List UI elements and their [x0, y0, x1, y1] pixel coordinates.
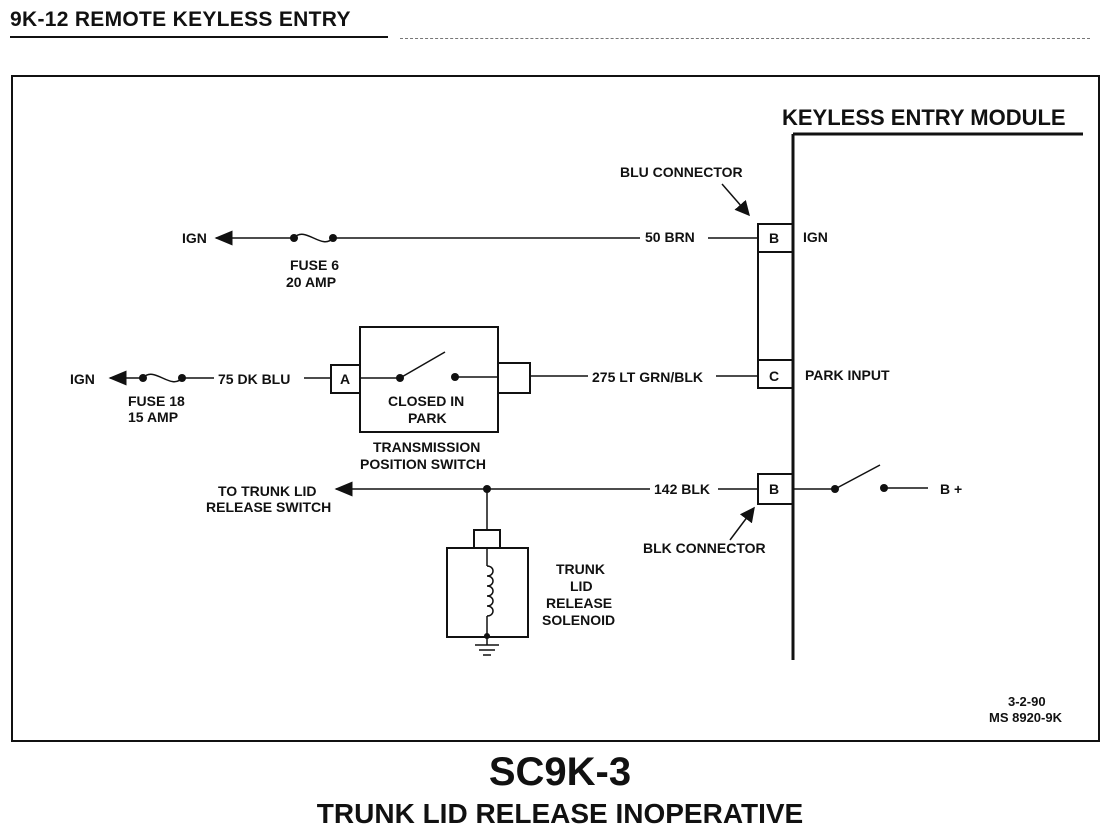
trans-switch-connector-b — [497, 362, 531, 394]
solenoid-plunger — [473, 529, 501, 549]
solenoid-label-line1: TRUNK — [556, 561, 605, 577]
wire-label-bg — [640, 228, 708, 246]
wire-dk-blu-label: 75 DK BLU — [218, 371, 290, 387]
trans-switch-connector-a — [330, 364, 361, 394]
fuse6-name: FUSE 6 — [290, 257, 339, 273]
fuse18-element — [142, 373, 183, 383]
switch-name-line2: POSITION SWITCH — [360, 456, 486, 472]
section-header: 9K-12 REMOTE KEYLESS ENTRY — [10, 8, 351, 31]
ign-mid-label: IGN — [70, 371, 95, 387]
wire-label-bg — [588, 367, 716, 385]
header-dashed-rule — [400, 38, 1090, 39]
diagram-frame — [11, 75, 1100, 742]
switch-name-line1: TRANSMISSION — [373, 439, 480, 455]
wire-label-bg — [650, 480, 718, 498]
module-switch-blade — [834, 464, 881, 490]
fuse18-name: FUSE 18 — [128, 393, 185, 409]
diagram-code: SC9K-3 — [488, 750, 632, 794]
stamp-ref: MS 8920-9K — [989, 710, 1063, 725]
wire-label-bg — [214, 369, 304, 387]
solenoid-label-line2: LID — [570, 578, 593, 594]
fuse18-rating: 15 AMP — [128, 409, 178, 425]
blk-connector-label: BLK CONNECTOR — [643, 540, 766, 556]
solenoid-ground-dot — [484, 633, 490, 639]
pin-c: C — [769, 368, 779, 384]
b-plus-label: B + — [940, 481, 962, 497]
blu-connector-label: BLU CONNECTOR — [620, 164, 743, 180]
fuse6-element — [293, 233, 334, 243]
pin-b-blk: B — [769, 481, 779, 497]
blu-connector-body — [757, 223, 794, 389]
blu-connector-pointer — [721, 183, 750, 217]
module-pin-park-label: PARK INPUT — [805, 367, 890, 383]
wire-blk-label: 142 BLK — [654, 481, 710, 497]
module-pin-ign-label: IGN — [803, 229, 828, 245]
solenoid-label-line3: RELEASE — [546, 595, 612, 611]
solenoid-label-line4: SOLENOID — [542, 612, 615, 628]
wire-lt-grn-blk-label: 275 LT GRN/BLK — [592, 369, 703, 385]
switch-blade — [399, 351, 446, 379]
stamp-date: 3-2-90 — [1008, 694, 1046, 709]
trunk-switch-label-line2: RELEASE SWITCH — [206, 499, 331, 515]
pin-b-blu: B — [769, 230, 779, 246]
solenoid-coil — [486, 565, 494, 617]
diagram-title: TRUNK LID RELEASE INOPERATIVE — [316, 798, 804, 829]
wire-brn-label: 50 BRN — [645, 229, 695, 245]
header-underline — [10, 36, 388, 38]
module-title: KEYLESS ENTRY MODULE — [782, 105, 1066, 130]
switch-state-line1: CLOSED IN — [388, 393, 464, 409]
switch-state-line2: PARK — [408, 410, 447, 426]
trunk-switch-label-line1: TO TRUNK LID — [218, 483, 317, 499]
blk-connector-pointer — [729, 506, 755, 541]
ign-top-label: IGN — [182, 230, 207, 246]
fuse6-rating: 20 AMP — [286, 274, 336, 290]
pin-a: A — [340, 371, 350, 387]
